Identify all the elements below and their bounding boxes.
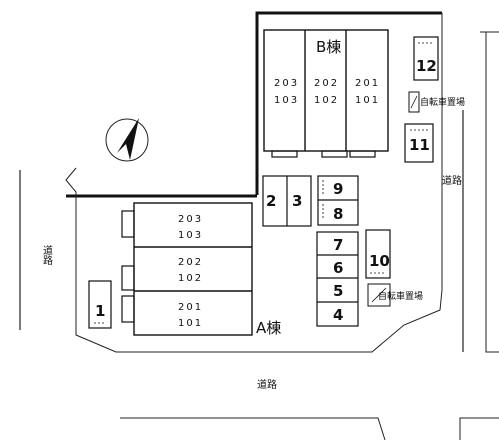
building-a-unit-101: 101 xyxy=(178,318,203,329)
parking-space-11-label: 11 xyxy=(409,136,430,154)
parking-space-6-label: 6 xyxy=(333,259,343,277)
building-a-unit-103: 103 xyxy=(178,230,203,241)
parking-space-11 xyxy=(404,123,434,163)
bicycle-parking-lower-label: 自転車置場 xyxy=(378,290,423,302)
parking-space-2-label: 2 xyxy=(266,192,276,210)
parking-spaces-8-9 xyxy=(317,175,359,226)
parking-space-12-label: 12 xyxy=(416,57,437,75)
building-a-label: A棟 xyxy=(256,319,281,337)
parking-space-10 xyxy=(365,229,391,279)
parking-space-5-label: 5 xyxy=(333,282,343,300)
parking-space-7-label: 7 xyxy=(333,236,343,254)
parking-space-10-label: 10 xyxy=(369,252,390,270)
bottom-road-edge xyxy=(120,417,386,440)
site-boundary-outline xyxy=(65,13,443,353)
right-road-inner-edge xyxy=(485,32,499,353)
building-a-unit-102: 102 xyxy=(178,273,203,284)
building-b-unit-202: 202 xyxy=(314,78,339,89)
north-arrow-icon xyxy=(105,118,149,162)
building-b-label: B棟 xyxy=(316,38,341,56)
road-left-label: 道路 xyxy=(41,244,53,266)
building-a-unit-203: 203 xyxy=(178,214,203,225)
parking-spaces-4-7 xyxy=(316,231,359,327)
road-right-label: 道路 xyxy=(442,174,462,187)
parking-space-12 xyxy=(413,36,439,81)
building-b-unit-101: 101 xyxy=(355,95,380,106)
building-b-unit-201: 201 xyxy=(355,78,380,89)
parking-space-9-label: 9 xyxy=(333,180,343,198)
parking-space-8-label: 8 xyxy=(333,205,343,223)
bicycle-parking-upper xyxy=(408,91,420,113)
bicycle-parking-lower xyxy=(367,283,391,307)
building-b-unit-103: 103 xyxy=(274,95,299,106)
building-a-unit-202: 202 xyxy=(178,257,203,268)
bicycle-parking-upper-label: 自転車置場 xyxy=(420,96,465,108)
parking-space-4-label: 4 xyxy=(333,306,343,324)
building-b-unit-203: 203 xyxy=(274,78,299,89)
building-b xyxy=(263,29,389,158)
road-bottom-label: 道路 xyxy=(257,378,277,391)
building-b-unit-102: 102 xyxy=(314,95,339,106)
parking-space-3-label: 3 xyxy=(292,192,302,210)
parking-spaces-2-3 xyxy=(262,175,312,227)
site-boundary-top xyxy=(255,11,442,195)
bottom-road-edge-right xyxy=(459,417,499,440)
building-a xyxy=(121,202,253,336)
parking-space-1 xyxy=(88,280,112,329)
parking-space-1-label: 1 xyxy=(95,302,105,320)
building-a-unit-201: 201 xyxy=(178,302,203,313)
